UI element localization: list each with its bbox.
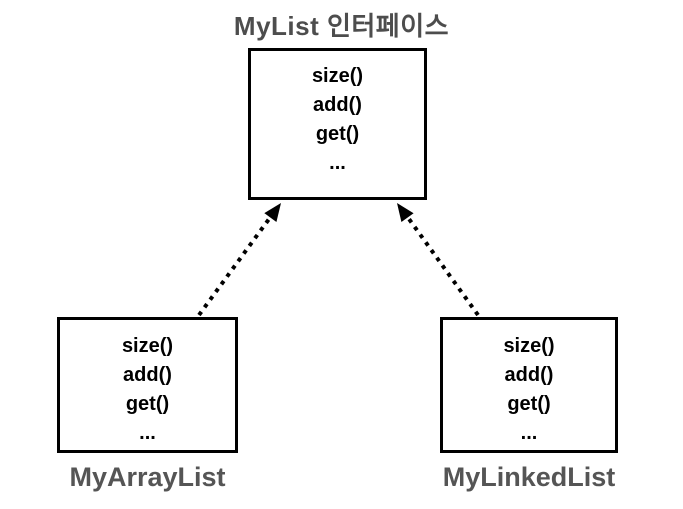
interface-box: size() add() get() ... <box>248 48 427 200</box>
implementation-label-myarraylist: MyArrayList <box>69 462 226 492</box>
arrowhead-right <box>397 203 414 222</box>
method-add: add() <box>313 94 362 116</box>
implementation-label-mylinkedlist: MyLinkedList <box>442 462 616 492</box>
implementation-box-mylinkedlist: size() add() get() ... <box>440 317 618 453</box>
method-size: size() <box>121 335 174 357</box>
method-size: size() <box>311 65 364 87</box>
arrowhead-left <box>264 203 281 222</box>
method-add: add() <box>123 364 172 386</box>
inheritance-arrow-right <box>397 203 480 317</box>
method-ellipsis: ... <box>139 422 156 444</box>
implementation-box-myarraylist: size() add() get() ... <box>57 317 238 453</box>
method-get: get() <box>507 393 551 415</box>
method-get: get() <box>315 123 360 145</box>
inheritance-arrow-left <box>197 203 281 317</box>
method-ellipsis: ... <box>329 152 346 174</box>
method-ellipsis: ... <box>520 422 538 444</box>
method-add: add() <box>504 364 554 386</box>
diagram-title: MyList 인터페이스 <box>233 11 450 41</box>
method-get: get() <box>125 393 170 415</box>
method-size: size() <box>503 335 555 357</box>
